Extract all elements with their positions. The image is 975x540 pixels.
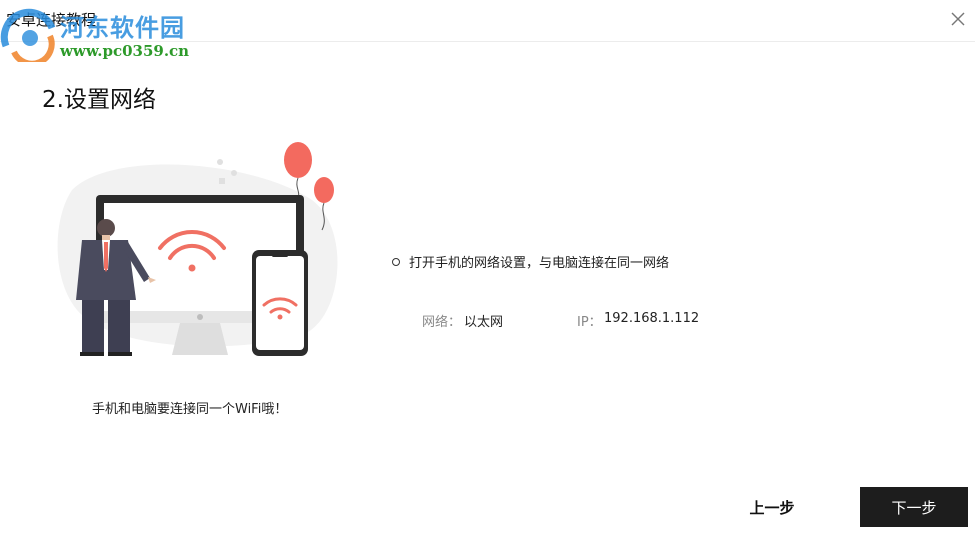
illustration-caption: 手机和电脑要连接同一个WiFi哦！ [92, 402, 288, 417]
close-icon [951, 12, 965, 26]
next-step-button[interactable]: 下一步 [860, 487, 968, 527]
prev-step-button[interactable]: 上一步 [749, 498, 795, 517]
network-illustration [57, 142, 338, 356]
ip-value: 192.168.1.112 [604, 311, 700, 326]
watermark-logo-icon [0, 8, 56, 62]
ip-label: IP： [577, 315, 602, 330]
close-button[interactable] [947, 8, 969, 30]
network-value: 以太网 [464, 315, 504, 330]
hint-text: 打开手机的网络设置，与电脑连接在同一网络 [409, 256, 670, 271]
bullet-circle-icon [392, 257, 400, 266]
hint-row: 打开手机的网络设置，与电脑连接在同一网络 [392, 252, 669, 271]
watermark-url: www.pc0359.cn [60, 42, 190, 60]
watermark-name: 河东软件园 [60, 13, 185, 42]
step-title: 2.设置网络 [42, 87, 156, 113]
network-label: 网络： [422, 315, 462, 330]
watermark: 河东软件园 www.pc0359.cn [0, 0, 200, 66]
